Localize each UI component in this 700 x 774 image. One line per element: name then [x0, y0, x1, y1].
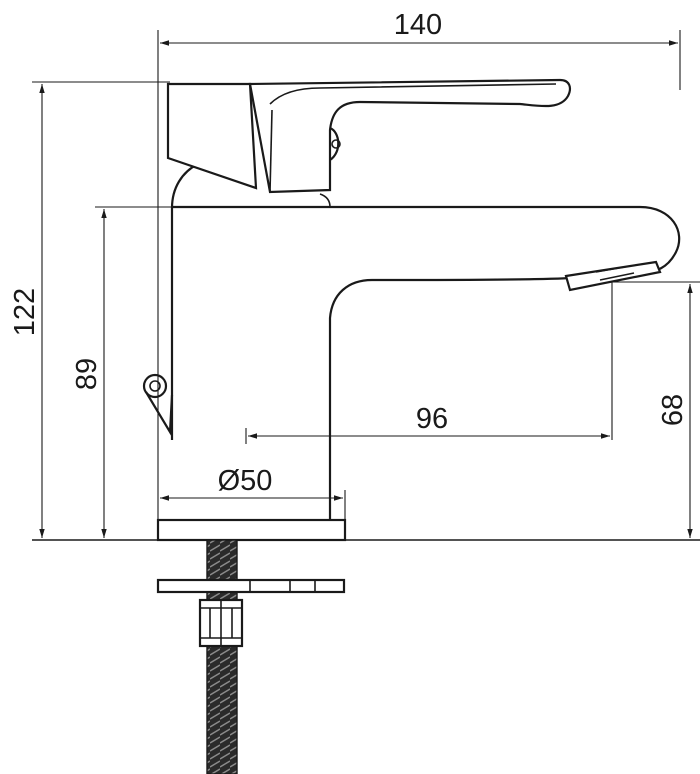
dim-reach-label: 96 — [416, 403, 448, 435]
lever-handle — [166, 78, 571, 194]
popup-rod — [142, 373, 174, 436]
dim-spout-height-label: 89 — [71, 358, 103, 390]
mounting-kit — [156, 539, 346, 774]
dim-width-label: 140 — [394, 9, 442, 41]
dim-aerator-height-label: 68 — [657, 394, 689, 426]
dim-diameter-label: Ø50 — [218, 465, 273, 497]
faucet-body — [156, 163, 681, 542]
dim-height-total-label: 122 — [9, 288, 41, 336]
